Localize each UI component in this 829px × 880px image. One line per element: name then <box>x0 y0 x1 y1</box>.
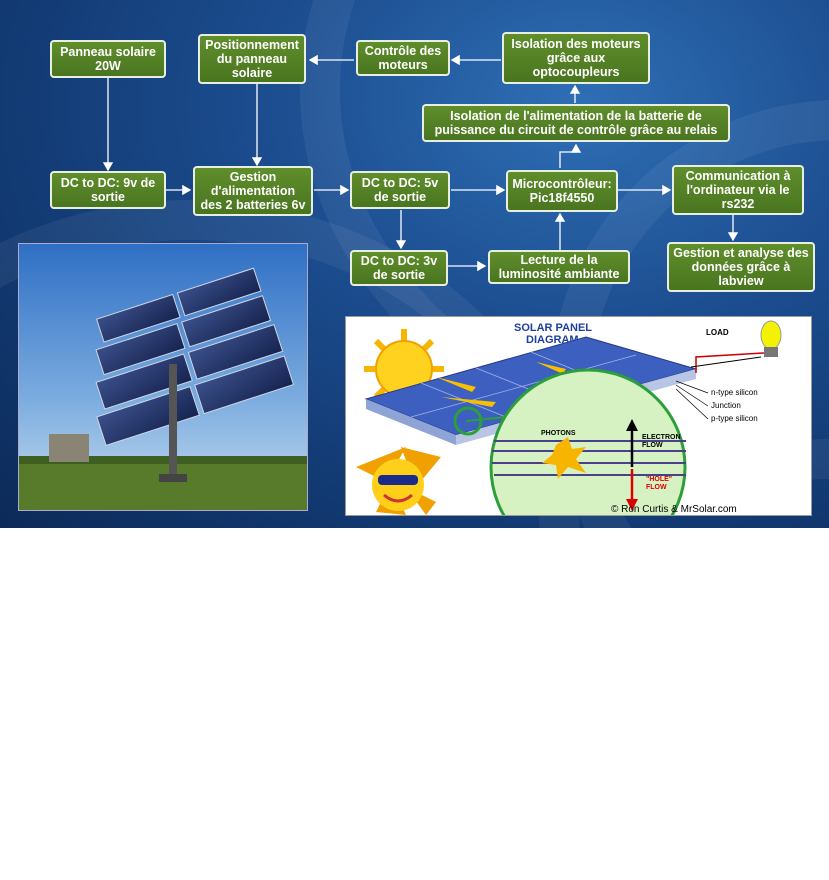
solar-panel-box: Panneau solaire 20W <box>50 40 166 78</box>
labview-box: Gestion et analyse des données grâce à l… <box>667 242 815 292</box>
motor-control-box: Contrôle des moteurs <box>356 40 450 76</box>
credit-label: © Ron Curtis & MrSolar.com <box>611 504 737 515</box>
p-type-label: p-type silicon <box>711 414 758 423</box>
hole-flow-label-1: "HOLE" <box>646 476 672 483</box>
microcontroller-box: Microcontrôleur: Pic18f4550 <box>506 170 618 212</box>
dcdc-5v-box: DC to DC: 5v de sortie <box>350 171 450 209</box>
junction-label: Junction <box>711 401 741 410</box>
panel-positioning-box: Positionnement du panneau solaire <box>198 34 306 84</box>
dcdc-3v-box: DC to DC: 3v de sortie <box>350 250 448 286</box>
electron-flow-label-2: FLOW <box>642 442 663 449</box>
power-management-box: Gestion d'alimentation des 2 batteries 6… <box>193 166 313 216</box>
electron-flow-label-1: ELECTRON <box>642 434 681 441</box>
solar-panel-diagram: SOLAR PANEL DIAGRAM LOAD n-type silicon … <box>345 316 812 516</box>
cartoon-sun-icon <box>356 447 441 515</box>
flow-arrows <box>102 54 739 272</box>
solar-panel-photo <box>18 243 308 511</box>
battery-isolation-box: Isolation de l'alimentation de la batter… <box>422 104 730 142</box>
pc-communication-box: Communication à l'ordinateur via le rs23… <box>672 165 804 215</box>
n-type-label: n-type silicon <box>711 388 758 397</box>
photons-label: PHOTONS <box>541 430 576 437</box>
light-bulb-icon <box>760 320 782 357</box>
hole-flow-label-2: FLOW <box>646 484 667 491</box>
light-reading-box: Lecture de la luminosité ambiante <box>488 250 630 284</box>
motor-isolation-box: Isolation des moteurs grâce aux optocoup… <box>502 32 650 84</box>
dcdc-9v-box: DC to DC: 9v de sortie <box>50 171 166 209</box>
diagram-title-1: SOLAR PANEL <box>514 322 592 334</box>
load-label: LOAD <box>706 328 729 337</box>
